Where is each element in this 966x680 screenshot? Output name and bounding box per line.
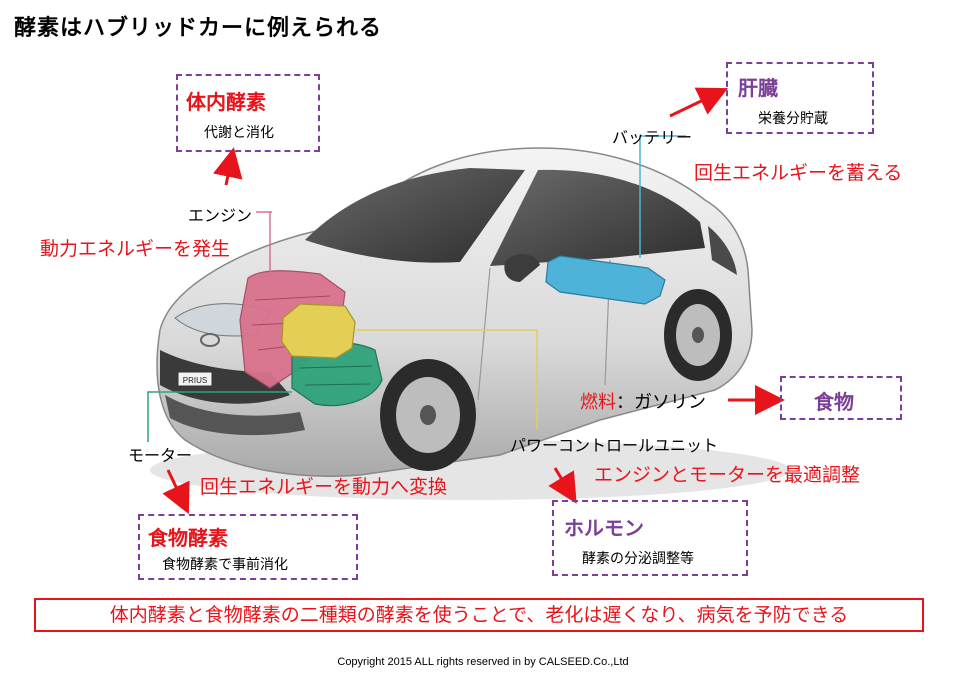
copyright-text: Copyright 2015 ALL rights reserved in by… xyxy=(337,656,629,668)
fuel-value: ：ガソリン xyxy=(616,392,706,413)
front-wheel xyxy=(380,359,476,471)
body-enzyme-title: 体内酵素 xyxy=(186,90,266,114)
hormone-title: ホルモン xyxy=(564,516,644,540)
motor-leader xyxy=(147,391,292,442)
car-side-mirror xyxy=(504,254,540,282)
liver-box: 肝臓 栄養分貯蔵 xyxy=(726,62,874,134)
engine-label: エンジン xyxy=(188,206,253,225)
battery-description: 回生エネルギーを蓄える xyxy=(694,162,903,184)
liver-title: 肝臓 xyxy=(738,76,778,100)
arrow-engine-to-body-enzyme xyxy=(213,147,243,186)
pcu-description: エンジンとモーターを最適調整 xyxy=(594,464,861,486)
battery-leader xyxy=(639,135,686,258)
page-title: 酵素はハブリッドカーに例えられる xyxy=(14,16,383,41)
fuel-label: 燃料：ガソリン xyxy=(580,388,706,414)
motor-description: 回生エネルギーを動力へ変換 xyxy=(200,476,448,498)
arrow-motor-to-food-enzyme xyxy=(162,469,190,515)
liver-sub: 栄養分貯蔵 xyxy=(758,111,828,127)
engine-description: 動力エネルギーを発生 xyxy=(40,238,231,260)
battery-unit xyxy=(545,255,666,305)
food-enzyme-sub: 食物酵素で事前消化 xyxy=(162,557,288,573)
body-enzyme-sub: 代謝と消化 xyxy=(204,125,274,141)
summary-banner: 体内酵素と食物酵素の二種類の酵素を使うことで、老化は遅くなり、病気を予防できる xyxy=(34,598,924,632)
food-enzyme-title: 食物酵素 xyxy=(148,526,228,550)
license-plate xyxy=(177,371,213,387)
car-windshield xyxy=(305,168,525,263)
motor-label: モーター xyxy=(128,446,193,465)
rear-wheel xyxy=(664,289,732,381)
arrow-battery-to-liver xyxy=(669,87,729,118)
plate-badge: PRIUS xyxy=(183,376,207,385)
pcu-label: パワーコントロールユニット xyxy=(510,436,719,455)
pcu-leader xyxy=(356,329,538,430)
hormone-box: ホルモン 酵素の分泌調整等 xyxy=(552,500,748,576)
car-rear-window xyxy=(708,226,737,275)
car-side-window xyxy=(490,169,705,266)
food-enzyme-box: 食物酵素 食物酵素で事前消化 xyxy=(138,514,358,580)
hormone-sub: 酵素の分泌調整等 xyxy=(582,551,694,567)
toyota-emblem xyxy=(200,333,220,347)
power-control-unit xyxy=(281,303,356,359)
body-enzyme-box: 体内酵素 代謝と消化 xyxy=(176,74,320,152)
battery-label: バッテリー xyxy=(612,128,693,147)
food-box: 食物 xyxy=(780,376,902,420)
car-grille xyxy=(160,350,290,404)
fuel-prefix: 燃料 xyxy=(580,392,616,413)
food-title: 食物 xyxy=(814,390,854,414)
arrow-pcu-to-hormone xyxy=(548,467,577,504)
